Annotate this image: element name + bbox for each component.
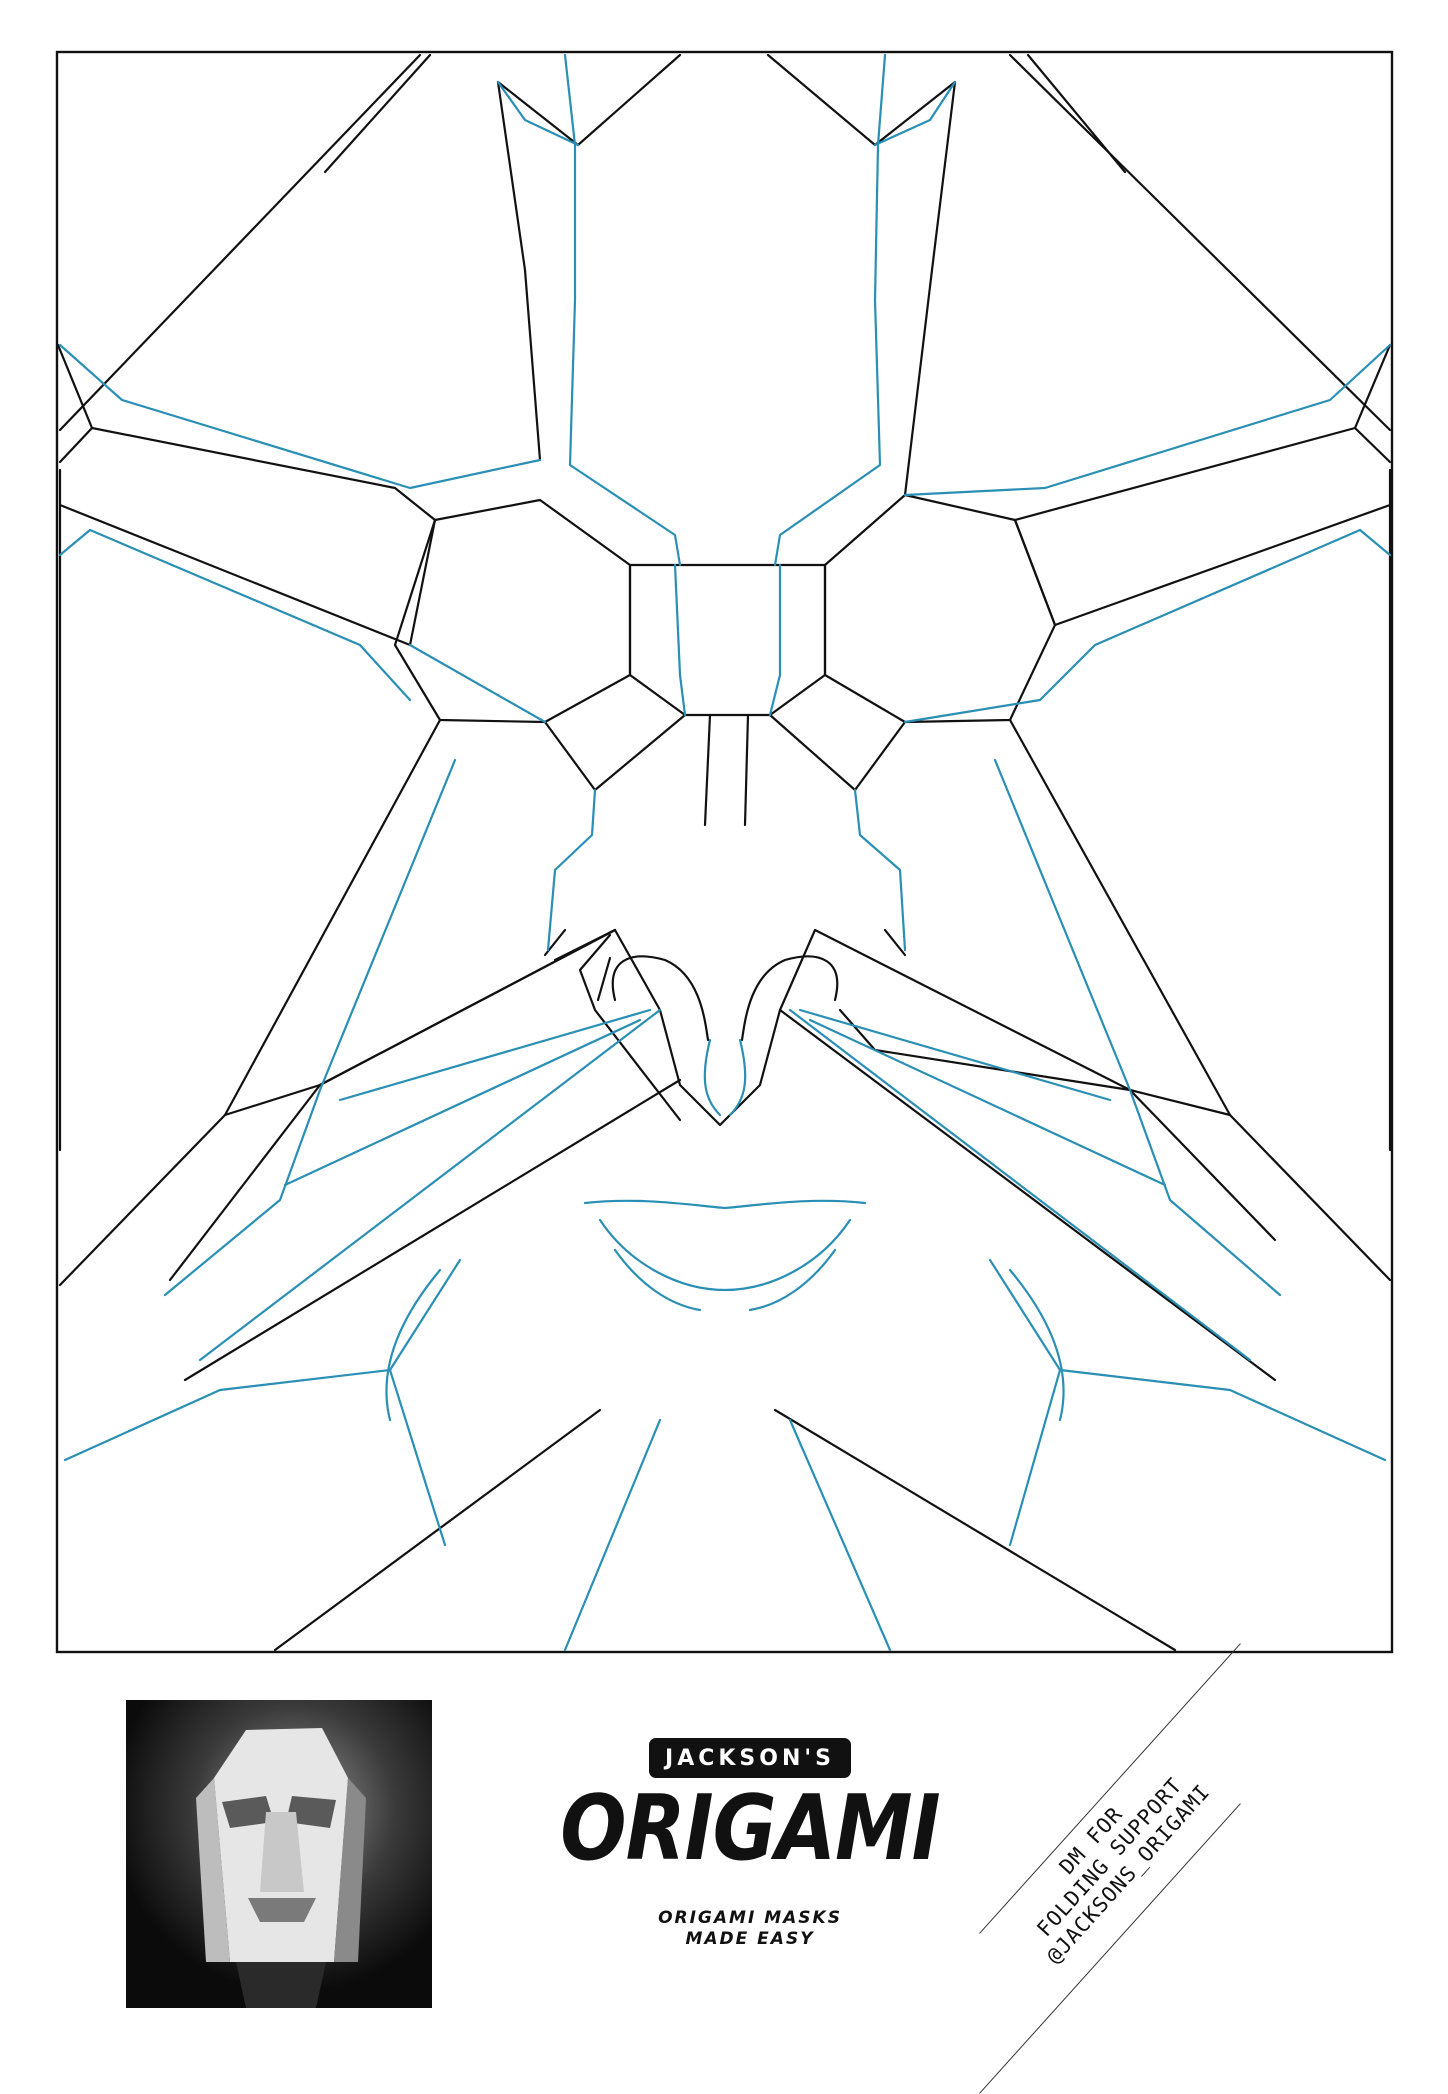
mountain-folds [58, 55, 1390, 1650]
support-line2: FOLDING SUPPORT [987, 1723, 1233, 1992]
brand-subtitle: ORIGAMI MASKS MADE EASY [560, 1908, 940, 1950]
mouth-upper-lip [585, 1201, 865, 1208]
origami-mask-photo [126, 1700, 432, 2008]
brand-tag: JACKSON'S [649, 1738, 851, 1778]
brand-title: ORIGAMI [560, 1784, 940, 1874]
valley-folds [60, 55, 1390, 1650]
support-line1: DM FOR [968, 1706, 1214, 1975]
brand-subtitle-line2: MADE EASY [560, 1929, 940, 1950]
crease-pattern-frame [57, 52, 1392, 1652]
brand-block: JACKSON'S ORIGAMI ORIGAMI MASKS MADE EAS… [560, 1738, 940, 1950]
mouth-lower-lip [600, 1220, 850, 1290]
origami-mask-photo-icon [126, 1700, 432, 2008]
support-text: DM FOR FOLDING SUPPORT @JACKSONS_ORIGAMI [968, 1706, 1251, 2009]
crease-pattern [0, 0, 1448, 1680]
brand-subtitle-line1: ORIGAMI MASKS [560, 1908, 940, 1929]
